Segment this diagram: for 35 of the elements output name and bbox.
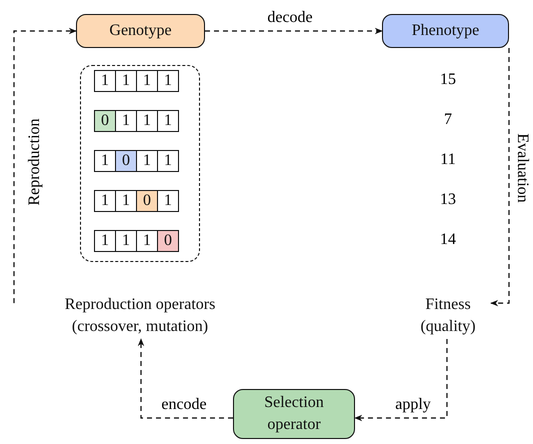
process-box: Phenotype [382, 14, 509, 48]
bit-cell: 1 [136, 70, 158, 92]
bit-cell: 1 [94, 230, 116, 252]
bit-cell: 1 [157, 190, 179, 212]
edge-label: Reproduction [26, 116, 44, 208]
bit-cell: 0 [115, 150, 137, 172]
bit-cell: 0 [157, 230, 179, 252]
arrow [13, 28, 77, 304]
bit-cell: 1 [94, 70, 116, 92]
bit-cell: 1 [115, 110, 137, 132]
fitness-value: 15 [439, 70, 457, 90]
fitness-value: 13 [439, 190, 457, 210]
arrow [138, 338, 233, 419]
arrow [490, 48, 510, 306]
node-label: Fitness (quality) [405, 293, 491, 339]
bit-cell: 1 [94, 190, 116, 212]
node-label: Reproduction operators (crossover, mutation) [14, 293, 266, 339]
bit-cell: 1 [157, 110, 179, 132]
population-box [80, 65, 200, 262]
arrow [354, 339, 448, 422]
fitness-value: 7 [443, 110, 453, 130]
bit-cell: 1 [136, 110, 158, 132]
bit-cell: 1 [115, 70, 137, 92]
process-box: Genotype [76, 14, 205, 48]
bit-cell: 0 [136, 190, 158, 212]
bit-cell: 1 [157, 150, 179, 172]
edge-label: apply [393, 396, 433, 414]
bit-cell: 1 [157, 70, 179, 92]
arrow [205, 28, 383, 34]
bit-cell: 0 [94, 110, 116, 132]
bit-cell: 1 [136, 150, 158, 172]
process-box: Selection operator [233, 389, 355, 439]
fitness-value: 14 [439, 230, 457, 250]
fitness-value: 11 [439, 150, 457, 170]
bit-cell: 1 [115, 230, 137, 252]
